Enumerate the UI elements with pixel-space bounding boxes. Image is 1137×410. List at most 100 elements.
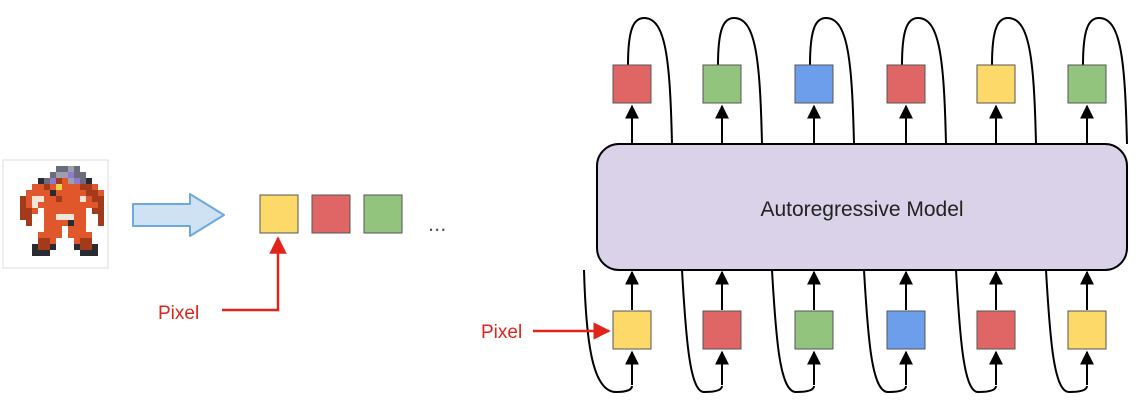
- sprite-pixel: [68, 208, 74, 214]
- input-token-red: [976, 310, 1016, 350]
- sprite-pixel: [74, 190, 80, 196]
- sprite-pixel: [44, 238, 50, 244]
- sprite-pixel: [44, 226, 50, 232]
- feedback-loop-top: [901, 16, 947, 145]
- sprite-pixel: [20, 214, 26, 220]
- sprite-pixel: [68, 232, 74, 238]
- sprite-pixel: [68, 220, 74, 226]
- sprite-pixel: [98, 220, 104, 226]
- sprite-pixel: [38, 250, 44, 256]
- sprite-pixel: [68, 166, 74, 172]
- input-token-yellow: [1067, 310, 1107, 350]
- sprite-pixel: [50, 232, 56, 238]
- sprite-pixel: [80, 208, 86, 214]
- sprite-pixel: [50, 244, 56, 250]
- sprite-pixel: [68, 178, 74, 184]
- sprite-pixel: [80, 214, 86, 220]
- sprite-pixel: [80, 238, 86, 244]
- sprite-pixel: [74, 172, 80, 178]
- sprite-pixel: [80, 220, 86, 226]
- sprite-pixel: [74, 226, 80, 232]
- sprite-pixel: [56, 202, 62, 208]
- sprite-pixel: [50, 190, 56, 196]
- autoregressive-model-box: [596, 143, 1128, 271]
- feedback-loop-top: [1082, 16, 1128, 145]
- sprite-pixel: [98, 202, 104, 208]
- sprite-pixel: [56, 220, 62, 226]
- sprite-pixel: [26, 208, 32, 214]
- sprite-pixel: [38, 238, 44, 244]
- sprite-pixel: [86, 238, 92, 244]
- sprite-pixel: [62, 166, 68, 172]
- sprite-pixel: [62, 172, 68, 178]
- sprite-pixel: [74, 196, 80, 202]
- sprite-pixel: [56, 190, 62, 196]
- feedback-loop-bottom: [863, 269, 907, 394]
- sprite-pixel: [92, 184, 98, 190]
- output-token-green: [1067, 64, 1107, 104]
- sprite-pixel: [74, 238, 80, 244]
- sprite-pixel: [32, 190, 38, 196]
- io-arrows: [625, 104, 1094, 385]
- sequence-square-yellow: [259, 194, 299, 234]
- sprite-pixel: [32, 202, 38, 208]
- sprite-pixel: [20, 208, 26, 214]
- sprite-pixel: [98, 190, 104, 196]
- sprite-pixel: [26, 220, 32, 226]
- pixel-art-image: [2, 159, 109, 269]
- sprite-pixel: [32, 250, 38, 256]
- sprite-pixel: [50, 178, 56, 184]
- sprite-pixel: [50, 196, 56, 202]
- input-tokens: [612, 310, 1107, 350]
- sprite-pixel: [62, 178, 68, 184]
- sprite-pixel: [20, 202, 26, 208]
- sprite-pixel: [68, 172, 74, 178]
- sprite-pixel: [44, 232, 50, 238]
- input-token-yellow: [612, 310, 652, 350]
- sprite-pixel: [44, 190, 50, 196]
- sprite-pixel: [74, 184, 80, 190]
- sprite-pixel: [68, 202, 74, 208]
- sprite-pixel: [26, 202, 32, 208]
- feedback-loop-top: [809, 16, 855, 145]
- model-label: Autoregressive Model: [760, 198, 963, 221]
- sprite-pixel: [74, 208, 80, 214]
- feedback-loop-bottom: [681, 269, 723, 394]
- sprite-pixel: [38, 184, 44, 190]
- sprite-pixel: [80, 196, 86, 202]
- sequence-square-red: [311, 194, 351, 234]
- output-token-red: [612, 64, 652, 104]
- sprite-pixel: [44, 220, 50, 226]
- sprite-pixel: [98, 196, 104, 202]
- sprite-pixel: [86, 190, 92, 196]
- sprite-pixel: [20, 196, 26, 202]
- sprite-pixel: [74, 232, 80, 238]
- sprite-pixel: [74, 178, 80, 184]
- sprite-pixel: [92, 208, 98, 214]
- sprite-pixel: [80, 250, 86, 256]
- sprite-pixel: [56, 172, 62, 178]
- sprite-pixel: [44, 208, 50, 214]
- feedback-loop-bottom: [955, 269, 997, 394]
- sprite-pixel: [44, 202, 50, 208]
- output-token-red: [886, 64, 926, 104]
- sprite-pixel: [80, 244, 86, 250]
- sprite-pixel: [86, 244, 92, 250]
- input-token-red: [702, 310, 742, 350]
- input-token-green: [794, 310, 834, 350]
- sprite-pixel: [50, 226, 56, 232]
- sprite-pixel: [56, 214, 62, 220]
- output-token-green: [702, 64, 742, 104]
- sprite-pixel: [74, 166, 80, 172]
- sprite-pixel: [26, 190, 32, 196]
- sprite-pixel: [62, 184, 68, 190]
- sprite-pixel: [68, 226, 74, 232]
- sprite-pixel: [50, 238, 56, 244]
- sprite-pixel: [38, 196, 44, 202]
- feedback-loop-top: [627, 16, 673, 145]
- sprite-pixel: [50, 184, 56, 190]
- output-token-yellow: [976, 64, 1016, 104]
- sprite-pixel: [50, 208, 56, 214]
- sprite-pixel: [62, 190, 68, 196]
